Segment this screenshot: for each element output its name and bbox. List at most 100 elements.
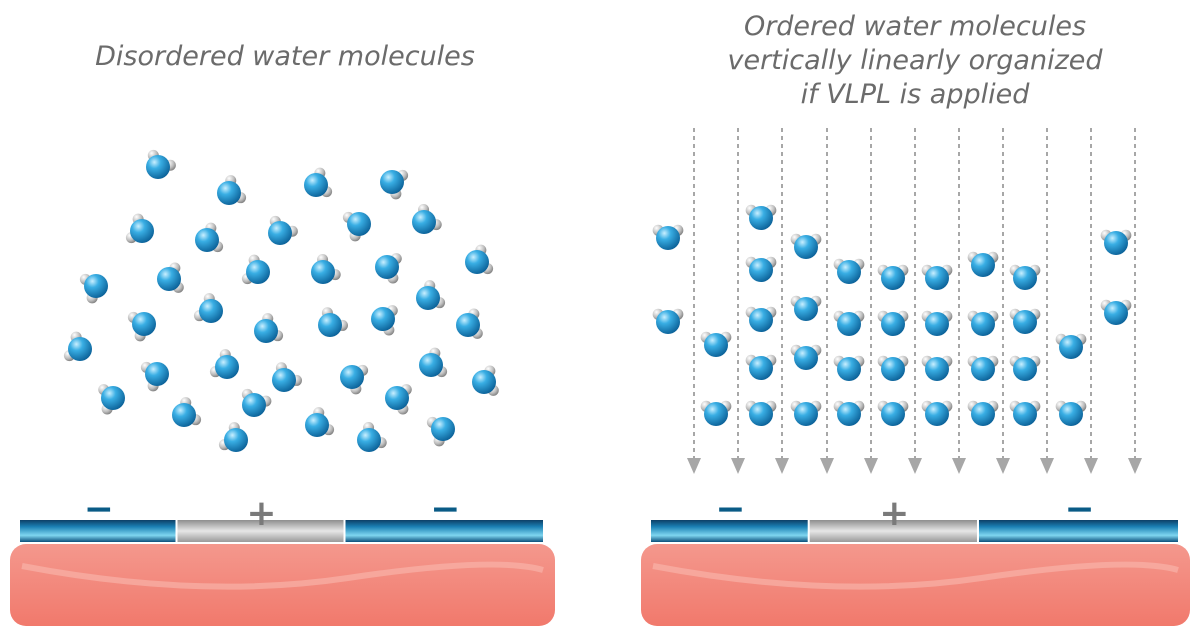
water-molecule [921,400,953,426]
water-molecule [195,222,224,253]
water-molecule [140,361,169,392]
water-molecule [146,149,176,179]
positive-plate [177,520,344,542]
field-arrow [687,128,701,474]
water-molecule [790,233,822,259]
right-caption-line-1: Ordered water molecules [743,11,1087,42]
water-molecule [472,365,499,396]
water-molecule [1009,400,1041,426]
water-molecule [375,253,402,284]
field-arrow [1128,128,1142,474]
minus-sign: − [715,489,745,530]
left-caption-line: Disordered water molecules [95,41,475,72]
water-molecule [652,224,684,250]
water-molecule [1055,333,1087,359]
water-molecule [217,175,247,205]
water-molecule [127,311,156,342]
minus-sign: − [430,489,460,530]
water-molecule [268,215,298,245]
water-molecule [833,400,865,426]
water-molecule [218,422,248,452]
water-molecule [79,273,108,304]
plus-sign: + [246,493,276,534]
water-molecule [833,258,865,284]
water-molecule [318,307,348,337]
water-molecule [371,305,398,336]
water-molecule [254,313,284,343]
water-molecule [419,347,448,378]
minus-sign: − [1064,489,1094,530]
field-arrow [996,128,1010,474]
water-molecule [1009,264,1041,290]
water-molecule [833,310,865,336]
water-molecule [172,397,202,427]
water-molecule [340,364,369,395]
water-molecule [1009,355,1041,381]
water-molecule [125,213,154,244]
water-molecule [209,349,239,379]
water-molecule [700,400,732,426]
water-molecule [241,254,270,285]
water-molecule [357,422,387,452]
field-lines [687,128,1142,474]
substrate-highlight [21,561,544,590]
field-arrow [1040,128,1054,474]
field-arrow [952,128,966,474]
water-molecule [877,400,909,426]
water-molecule [305,407,335,437]
water-molecule [921,355,953,381]
negative-plate [345,520,543,542]
right-caption-line-3: if VLPL is applied [800,79,1030,110]
water-molecule [967,400,999,426]
water-molecule [193,293,223,323]
water-molecule [967,355,999,381]
water-molecule [745,400,777,426]
substrate-highlight [652,561,1179,590]
water-molecule [304,167,333,198]
negative-plate [651,520,808,542]
water-molecule [1100,299,1132,325]
water-molecule [790,295,822,321]
water-molecule [1100,229,1132,255]
water-molecule [967,251,999,277]
water-molecule [745,354,777,380]
water-molecule [790,344,822,370]
water-molecule [380,169,409,200]
field-arrow [775,128,789,474]
water-molecule [877,355,909,381]
water-molecule [1055,400,1087,426]
water-molecule [1009,308,1041,334]
plus-sign: + [879,493,909,534]
water-molecule [241,388,272,417]
water-molecule [877,310,909,336]
field-arrow [731,128,745,474]
water-molecule [700,331,732,357]
water-molecules [63,149,1132,452]
negative-plate [978,520,1178,542]
water-molecule [272,362,302,392]
field-arrow [820,128,834,474]
electrode-plates [10,520,1190,626]
water-molecule [921,310,953,336]
water-molecule [921,264,953,290]
field-arrow [864,128,878,474]
negative-plate [20,520,176,542]
water-molecule [790,400,822,426]
left-caption: Disordered water molecules [0,40,570,74]
positive-plate [809,520,977,542]
right-caption: Ordered water molecules vertically linea… [630,10,1200,112]
water-molecule [833,355,865,381]
water-molecule [342,211,371,242]
water-molecule [157,262,184,293]
water-molecule [877,264,909,290]
water-molecule [311,254,341,284]
right-caption-line-2: vertically linearly organized [727,45,1103,76]
field-arrow [1084,128,1098,474]
field-arrow [908,128,922,474]
water-molecule [63,331,92,362]
water-molecule [652,308,684,334]
plate-signs: −+−−+− [84,489,1095,534]
water-molecule [745,306,777,332]
water-molecule [412,204,442,234]
